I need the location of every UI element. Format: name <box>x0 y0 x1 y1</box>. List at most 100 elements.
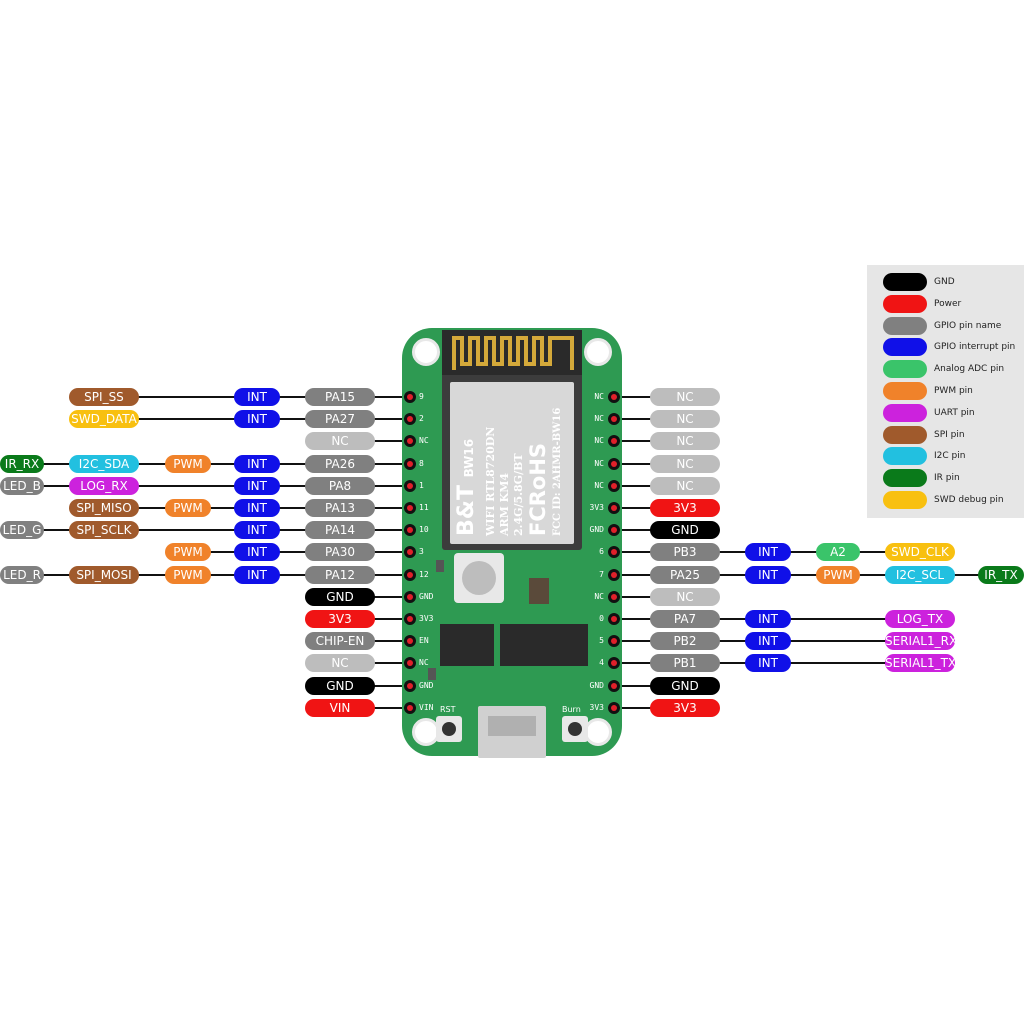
pin-line <box>188 551 410 554</box>
pin-pad[interactable] <box>608 679 620 692</box>
pin-line <box>614 418 685 421</box>
pin-label-gnd: GND <box>305 587 375 606</box>
pin-label-power: VIN <box>305 698 375 717</box>
pin-number: 3V3 <box>419 614 434 623</box>
pin-label-gpio: LED_R <box>0 565 44 584</box>
pin-label-nc: NC <box>650 410 720 429</box>
burn-label: Burn <box>562 705 581 714</box>
pin-label-int: INT <box>234 476 280 495</box>
pin-label-nc: NC <box>650 587 720 606</box>
legend-swatch-gpio <box>883 316 927 335</box>
pin-line <box>22 484 410 487</box>
pin-label-power: 3V3 <box>650 698 720 717</box>
pin-label-i2c: I2C_SDA <box>69 454 139 473</box>
pin-pad[interactable] <box>608 479 620 492</box>
pin-label-int: INT <box>745 565 791 584</box>
capacitor <box>428 668 436 680</box>
pin-pad[interactable] <box>404 657 416 670</box>
pin-line <box>340 595 410 598</box>
capacitor <box>436 560 444 572</box>
pin-label-int: INT <box>745 610 791 628</box>
pin-line <box>614 595 685 598</box>
usb-port[interactable] <box>478 706 546 758</box>
pin-line <box>340 684 410 687</box>
legend-label: UART pin <box>934 407 975 418</box>
pin-pad[interactable] <box>608 435 620 448</box>
pin-label-swd: SWD_DATA <box>69 410 139 429</box>
pin-number: 3V3 <box>589 702 604 712</box>
pin-pad[interactable] <box>404 479 416 492</box>
pin-pad[interactable] <box>608 502 620 514</box>
module-line3: 2.4G/5.8G/BT <box>512 453 525 536</box>
pin-pad[interactable] <box>404 457 416 470</box>
pin-line <box>340 662 410 665</box>
pin-number: NC <box>594 392 604 401</box>
pin-pad[interactable] <box>608 701 620 714</box>
pin-label-ir: IR_RX <box>0 454 44 473</box>
legend-swatch-power <box>883 294 927 313</box>
pin-number: GND <box>419 591 434 601</box>
pin-label-power: 3V3 <box>305 610 375 628</box>
pin-pad[interactable] <box>608 524 620 537</box>
pin-line <box>614 706 685 709</box>
pin-pad[interactable] <box>404 391 416 403</box>
pin-number: 11 <box>419 503 429 512</box>
led-component <box>454 553 504 603</box>
pin-pad[interactable] <box>404 502 416 514</box>
pin-pad[interactable] <box>404 701 416 714</box>
pin-line <box>22 573 410 576</box>
pin-label-ir: IR_TX <box>978 565 1024 584</box>
wifi-module: B&T BW16 WIFI RTL8720DN ARM KM4 2.4G/5.8… <box>442 330 582 550</box>
legend-label: Power <box>934 298 962 309</box>
pin-pad[interactable] <box>608 413 620 426</box>
pin-label-pwm: PWM <box>165 543 211 562</box>
rst-button[interactable] <box>436 716 462 742</box>
pin-pad[interactable] <box>404 679 416 692</box>
pin-line <box>614 507 685 509</box>
legend-swatch-adc <box>883 360 927 379</box>
pin-number: 5 <box>599 636 604 646</box>
pin-number: NC <box>594 591 604 601</box>
pin-pad[interactable] <box>608 590 620 603</box>
pin-pad[interactable] <box>608 613 620 625</box>
mount-hole <box>584 338 612 366</box>
legend-swatch-i2c <box>883 447 927 466</box>
transistor-chip <box>529 578 549 604</box>
pin-label-nc: NC <box>650 476 720 495</box>
legend-label: I2C pin <box>934 451 966 462</box>
pin-label-int: INT <box>234 521 280 540</box>
pin-pad[interactable] <box>404 635 416 648</box>
pin-pad[interactable] <box>608 657 620 670</box>
legend-label: IR pin <box>934 473 960 484</box>
pin-line <box>340 618 410 620</box>
pin-label-gnd: GND <box>305 676 375 695</box>
pin-label-int: INT <box>745 632 791 651</box>
pin-pad[interactable] <box>404 568 416 581</box>
pin-pad[interactable] <box>404 546 416 559</box>
pin-label-i2c: I2C_SCL <box>885 565 955 584</box>
pin-label-nc: NC <box>650 432 720 451</box>
pin-label-gpio: PA26 <box>305 454 375 473</box>
burn-button[interactable] <box>562 716 588 742</box>
pin-label-gpio: PA7 <box>650 610 720 628</box>
pin-pad[interactable] <box>608 568 620 581</box>
pin-line <box>614 462 685 465</box>
pin-label-spi: SPI_MISO <box>69 499 139 517</box>
pin-label-spi: SPI_SCLK <box>69 521 139 540</box>
pin-number: 4 <box>599 658 604 668</box>
pin-pad[interactable] <box>608 546 620 559</box>
pin-pad[interactable] <box>404 524 416 537</box>
pin-pad[interactable] <box>404 590 416 603</box>
pin-label-gpio: PA13 <box>305 499 375 517</box>
pin-pad[interactable] <box>608 457 620 470</box>
pin-pad[interactable] <box>404 413 416 426</box>
pin-number: 8 <box>419 458 424 468</box>
pin-pad[interactable] <box>404 613 416 625</box>
pin-label-power: 3V3 <box>650 499 720 517</box>
pin-label-int: INT <box>234 565 280 584</box>
pin-pad[interactable] <box>608 391 620 403</box>
pin-pad[interactable] <box>404 435 416 448</box>
pin-pad[interactable] <box>608 635 620 648</box>
pin-label-adc: A2 <box>816 543 860 562</box>
